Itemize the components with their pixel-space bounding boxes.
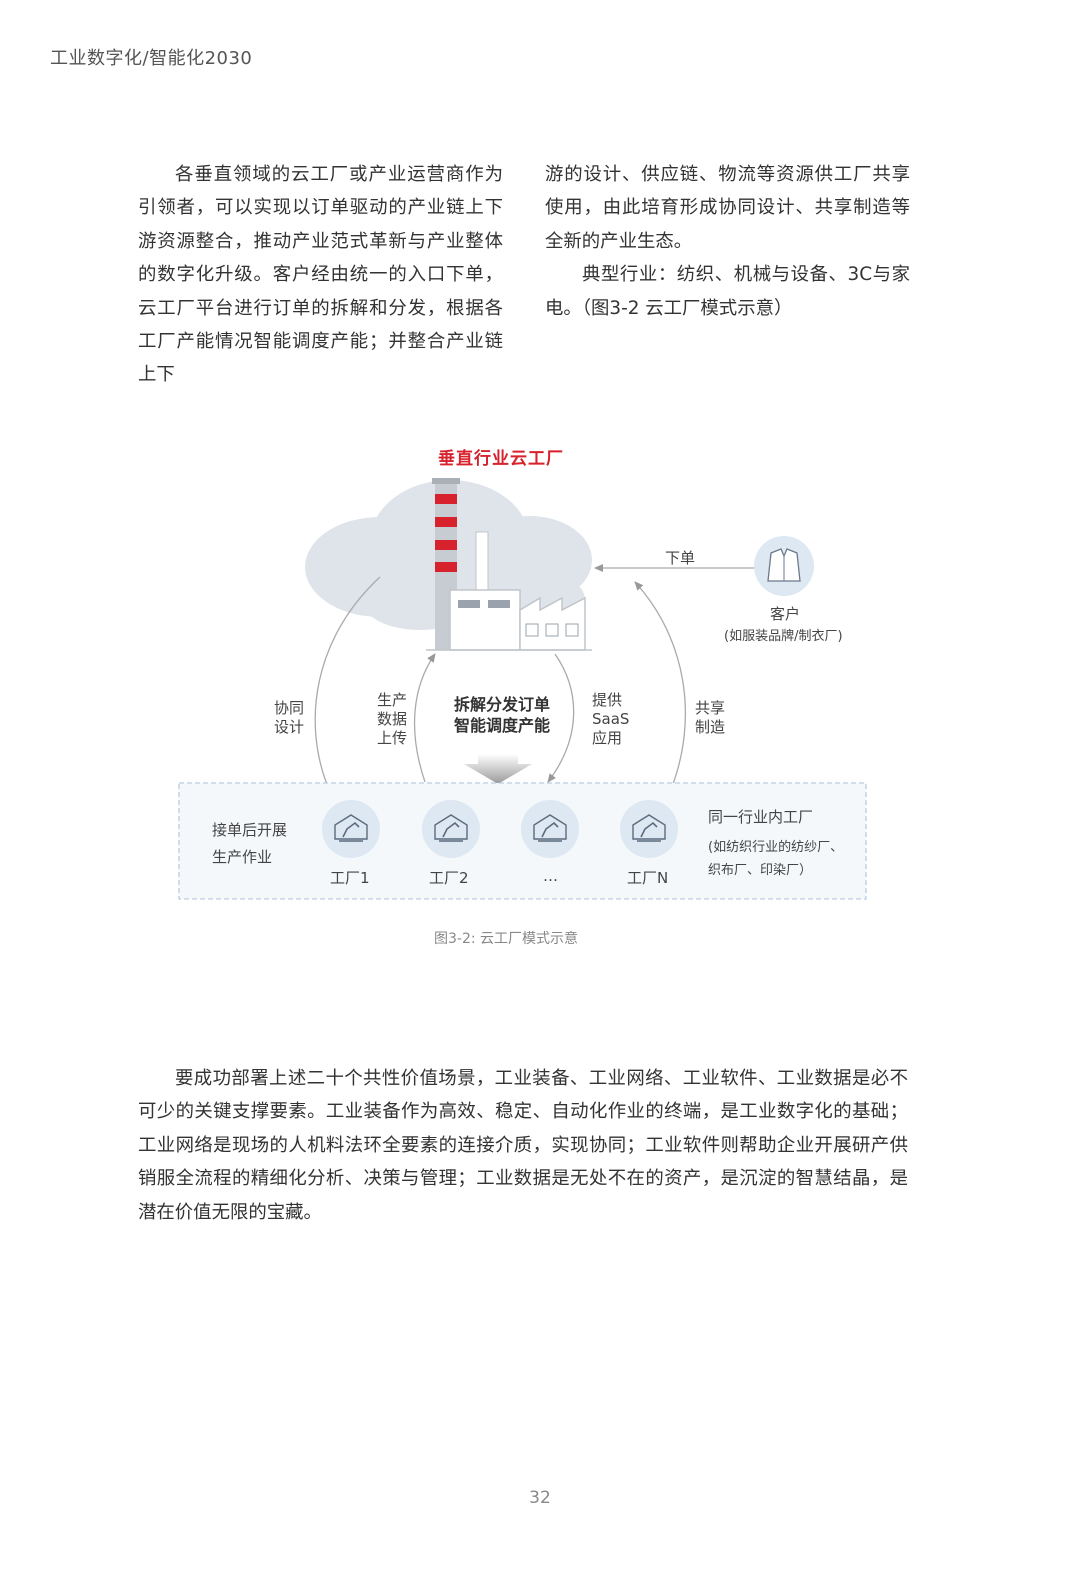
- factory-box: [178, 782, 867, 900]
- page-number: 32: [529, 1488, 551, 1508]
- factory-box-left-label: 接单后开展 生产作业: [212, 821, 288, 866]
- shared-mfg-arrow: [634, 581, 686, 793]
- order-label: 下单: [665, 549, 696, 567]
- factory-ellipsis-label: …: [543, 867, 558, 885]
- collab-design-arrow: [314, 576, 381, 793]
- robot-arm-factory-icon: [620, 800, 678, 858]
- factory-1-label: 工厂1: [330, 869, 370, 887]
- intro-left-column: 各垂直领域的云工厂或产业运营商作为引领者，可以实现以订单驱动的产业链上下游资源整…: [138, 158, 503, 392]
- factory-box-right-title: 同一行业内工厂: [708, 808, 814, 826]
- saas-arrow: [547, 653, 575, 783]
- customer-label: 客户: [770, 605, 801, 623]
- factory-n-label: 工厂N: [627, 869, 669, 887]
- robot-arm-factory-icon: [422, 800, 480, 858]
- figure-caption: 图3-2: 云工厂模式示意: [434, 931, 579, 947]
- diagram-graphics: [178, 478, 867, 900]
- collab-design-label: 协同 设计: [274, 699, 305, 736]
- body-section: 要成功部署上述二十个共性价值场景，工业装备、工业网络、工业软件、工业数据是必不可…: [138, 1062, 908, 1229]
- jacket-icon: [754, 536, 814, 596]
- intro-paragraph-continued: 游的设计、供应链、物流等资源供工厂共享使用，由此培育形成协同设计、共享制造等全新…: [545, 164, 910, 252]
- robot-arm-factory-icon: [322, 800, 380, 858]
- body-paragraph: 要成功部署上述二十个共性价值场景，工业装备、工业网络、工业软件、工业数据是必不可…: [138, 1068, 908, 1223]
- factory-box-right-note: (如纺织行业的纺纱厂、 织布厂、印染厂）: [708, 840, 844, 878]
- production-upload-label: 生产 数据 上传: [377, 691, 408, 747]
- center-process-label: 拆解分发订单 智能调度产能: [453, 695, 550, 735]
- running-header: 工业数字化/智能化2030: [50, 48, 253, 69]
- intro-paragraph: 各垂直领域的云工厂或产业运营商作为引领者，可以实现以订单驱动的产业链上下游资源整…: [138, 164, 503, 386]
- factory-2-label: 工厂2: [429, 869, 469, 887]
- production-upload-arrow: [413, 653, 436, 783]
- intro-right-column: 游的设计、供应链、物流等资源供工厂共享使用，由此培育形成协同设计、共享制造等全新…: [545, 158, 910, 325]
- shared-mfg-label: 共享 制造: [695, 699, 726, 736]
- distribute-arrow: [464, 754, 532, 784]
- diagram-title: 垂直行业云工厂: [438, 449, 564, 469]
- saas-label: 提供 SaaS 应用: [592, 691, 630, 747]
- typical-industries: 典型行业：纺织、机械与设备、3C与家电。（图3-2 云工厂模式示意）: [545, 264, 910, 319]
- factory-building-icon: [426, 478, 592, 651]
- robot-arm-factory-icon: [521, 800, 579, 858]
- cloud-factory-diagram: 垂直行业云工厂 下单 客户 (如服装品牌/制衣厂) 协同 设计 生产 数据 上传…: [130, 432, 950, 952]
- customer-note: (如服装品牌/制衣厂): [724, 629, 843, 644]
